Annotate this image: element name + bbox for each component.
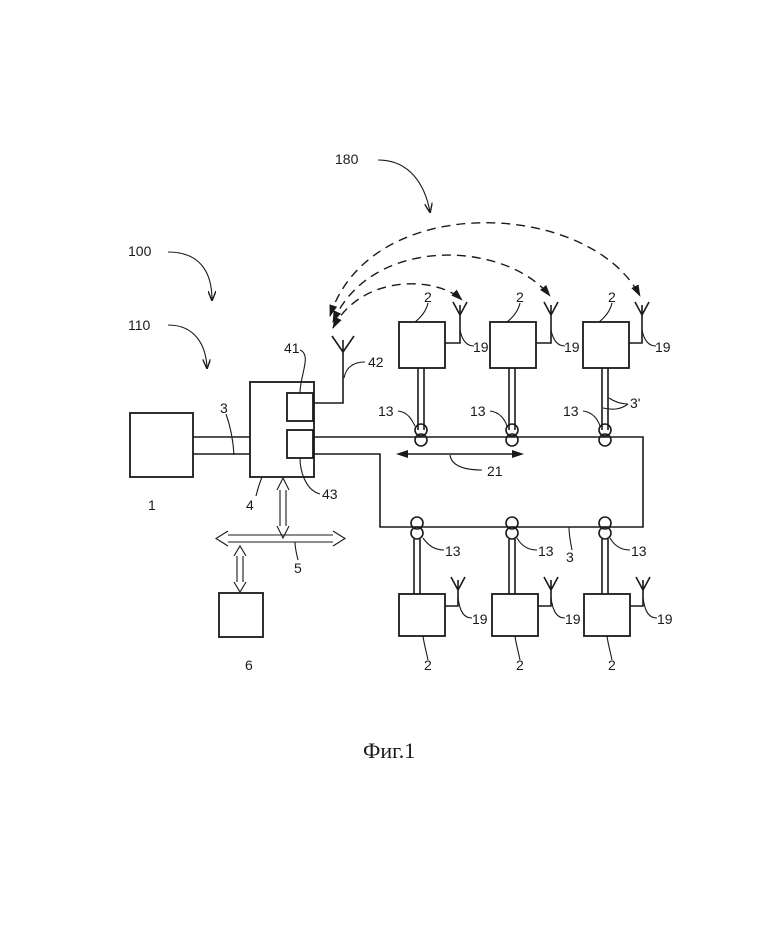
top-unit-2-node-label: 2	[516, 289, 524, 305]
node-box	[492, 594, 538, 636]
ref-42: 42	[368, 354, 384, 370]
antenna-icon	[536, 302, 558, 343]
module-43-box	[287, 430, 313, 458]
antenna-icon	[538, 577, 558, 606]
ref-1: 1	[148, 497, 156, 513]
ref-3-lower: 3	[566, 549, 574, 565]
ref-4: 4	[246, 497, 254, 513]
leader-180	[378, 160, 430, 212]
bottom-unit-1-antenna-label: 19	[472, 611, 488, 627]
bottom-unit-1	[399, 517, 465, 636]
ref-110: 110	[128, 317, 151, 333]
top-unit-1-antenna-label: 19	[473, 339, 489, 355]
module-41-box	[287, 393, 313, 421]
power-line-loop	[314, 437, 643, 527]
top-unit-2	[490, 302, 558, 446]
antenna-icon	[630, 577, 650, 606]
bottom-unit-3-antenna-label: 19	[657, 611, 673, 627]
bottom-unit-3-node-label: 2	[608, 657, 616, 673]
leader-100	[168, 252, 212, 300]
bottom-unit-1-coupler-label: 13	[445, 543, 461, 559]
range-arrow	[396, 450, 524, 470]
top-unit-1-node-label: 2	[424, 289, 432, 305]
ref-21: 21	[487, 463, 503, 479]
antenna-icon	[445, 577, 465, 606]
bottom-unit-2-antenna-label: 19	[565, 611, 581, 627]
node-box	[399, 322, 445, 368]
antenna-icon	[445, 302, 467, 343]
node-box	[490, 322, 536, 368]
top-unit-3-antenna-label: 19	[655, 339, 671, 355]
node-box	[584, 594, 630, 636]
wireless-links	[330, 223, 640, 328]
bottom-unit-2-coupler-label: 13	[538, 543, 554, 559]
top-unit-1	[399, 302, 467, 446]
bottom-unit-3	[584, 517, 650, 636]
ref-43: 43	[322, 486, 338, 502]
ref-3-main: 3	[220, 400, 228, 416]
node-box	[583, 322, 629, 368]
source-box	[130, 413, 193, 477]
bus-device-link	[234, 546, 246, 592]
figure-caption: Фиг.1	[363, 738, 415, 763]
bottom-unit-2	[492, 517, 558, 636]
leader-110	[168, 325, 207, 368]
top-unit-3	[583, 302, 649, 446]
bottom-unit-1-node-label: 2	[424, 657, 432, 673]
ref-6: 6	[245, 657, 253, 673]
bottom-unit-2-node-label: 2	[516, 657, 524, 673]
ref-3-prime: 3'	[630, 395, 640, 411]
ref-180: 180	[335, 151, 359, 167]
device-box	[219, 593, 263, 637]
node-box	[399, 594, 445, 636]
ref-41: 41	[284, 340, 300, 356]
top-unit-2-coupler-label: 13	[470, 403, 486, 419]
antenna-icon	[629, 302, 649, 343]
ref-100: 100	[128, 243, 152, 259]
top-unit-3-coupler-label: 13	[563, 403, 579, 419]
top-unit-1-coupler-label: 13	[378, 403, 394, 419]
ref-5: 5	[294, 560, 302, 576]
top-unit-2-antenna-label: 19	[564, 339, 580, 355]
top-unit-3-node-label: 2	[608, 289, 616, 305]
bottom-unit-3-coupler-label: 13	[631, 543, 647, 559]
controller-bus-link	[277, 478, 289, 538]
